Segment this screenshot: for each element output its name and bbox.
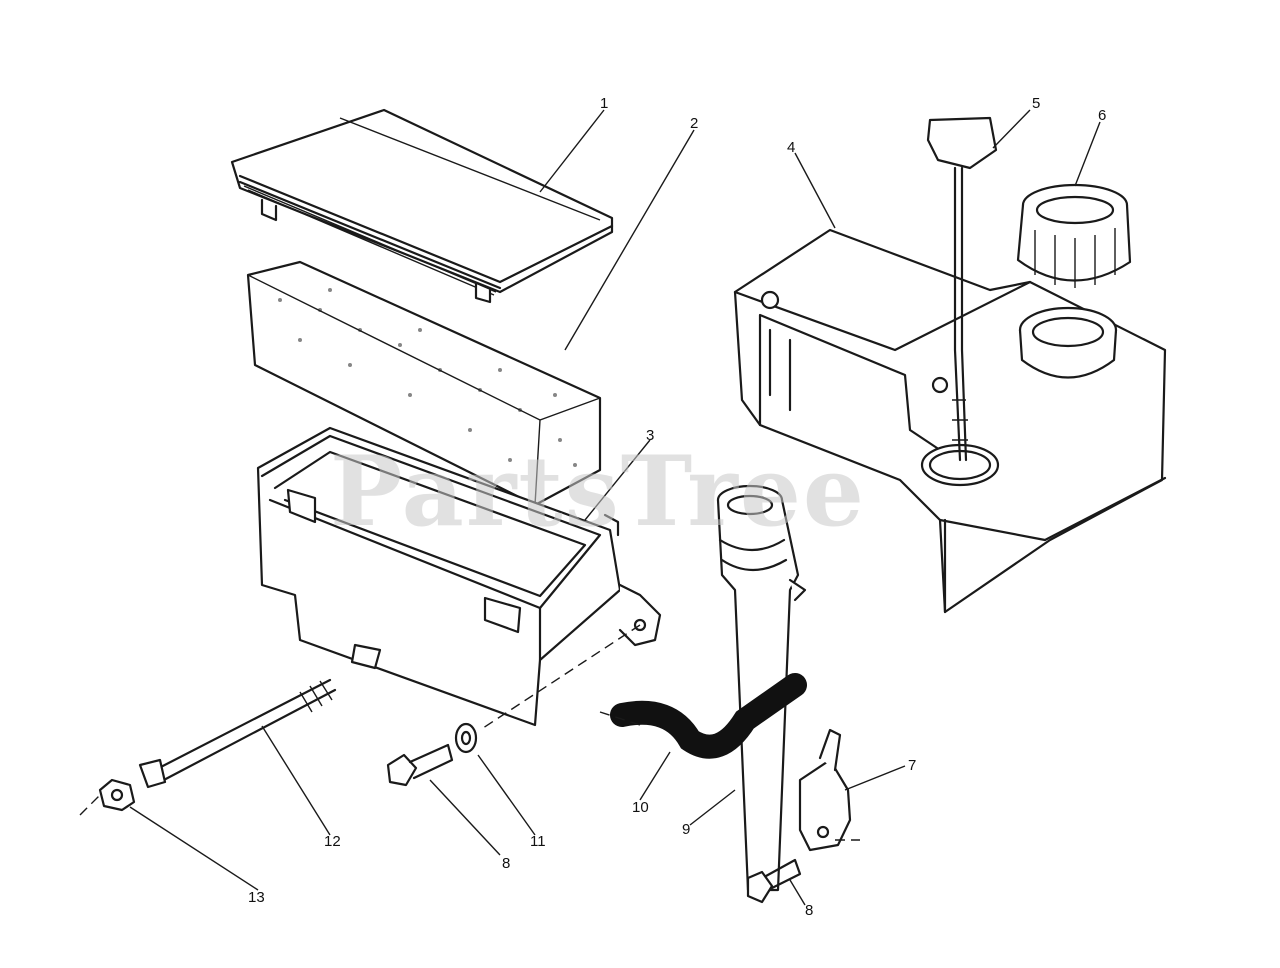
leader-lines xyxy=(129,109,1101,906)
air-cleaner-base[interactable] xyxy=(256,426,662,727)
air-cleaner-cover[interactable] xyxy=(230,108,614,304)
dipstick[interactable] xyxy=(926,116,998,462)
callout-3: 3 xyxy=(646,427,654,444)
fuel-hose[interactable] xyxy=(610,673,807,759)
long-bolt[interactable] xyxy=(138,678,337,789)
assembly-lines xyxy=(79,624,860,841)
hex-nut[interactable] xyxy=(98,778,136,812)
callout-8-left: 8 xyxy=(502,855,510,872)
callout-8-right: 8 xyxy=(805,902,813,919)
callout-12: 12 xyxy=(324,833,341,850)
washer[interactable] xyxy=(454,722,478,754)
callout-2: 2 xyxy=(690,115,698,132)
callout-10: 10 xyxy=(632,799,649,816)
callout-labels: 1 2 3 4 5 6 7 8 8 9 10 11 12 13 xyxy=(248,95,1106,919)
fuel-filler-neck xyxy=(1018,306,1118,379)
foam-filter-element[interactable] xyxy=(246,260,602,507)
fuel-standpipe[interactable] xyxy=(716,484,807,892)
fuel-cap[interactable] xyxy=(1016,183,1132,288)
callout-5: 5 xyxy=(1032,95,1040,112)
bolt-right[interactable] xyxy=(746,858,802,904)
callout-6: 6 xyxy=(1098,107,1106,124)
fuel-tank[interactable] xyxy=(733,228,1167,614)
watermark-text: PartsTree xyxy=(330,435,866,548)
callout-1: 1 xyxy=(600,95,608,112)
callout-7: 7 xyxy=(908,757,916,774)
callout-4: 4 xyxy=(787,139,795,156)
callout-13: 13 xyxy=(248,889,265,906)
foam-texture xyxy=(278,288,577,467)
callout-11: 11 xyxy=(530,833,546,850)
mounting-bracket[interactable] xyxy=(798,728,852,852)
callout-9: 9 xyxy=(682,821,690,838)
bolt-left[interactable] xyxy=(386,743,454,787)
